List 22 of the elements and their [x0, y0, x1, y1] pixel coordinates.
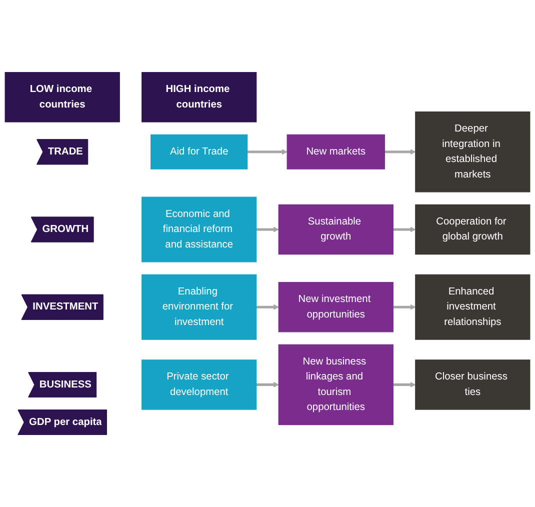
arrow: [256, 382, 279, 388]
node-box: Aid for Trade: [150, 134, 248, 170]
node-box: New markets: [286, 134, 385, 170]
node-box: Deeper integration in established markets: [415, 111, 530, 192]
node-box: Enabling environment for investment: [142, 274, 257, 340]
arrow: [393, 382, 416, 388]
arrow: [393, 226, 416, 232]
node-box: HIGH income countries: [142, 72, 257, 122]
node-box: New business linkages and tourism opportunities: [278, 344, 394, 426]
node-box: Economic and financial reform and assistance: [142, 196, 257, 262]
node-box: Private sector development: [142, 360, 257, 410]
arrow: [384, 149, 416, 155]
arrow: [393, 304, 416, 310]
arrow: [256, 226, 279, 232]
node-box: LOW income countries: [4, 72, 120, 122]
node-box: Enhanced investment relationships: [415, 274, 530, 340]
node-box: Cooperation for global growth: [415, 204, 530, 255]
arrow: [247, 149, 288, 155]
node-box: New investment opportunities: [278, 282, 394, 332]
node-box: Sustainable growth: [278, 204, 394, 255]
arrow: [256, 304, 279, 310]
node-box: Closer business ties: [415, 360, 530, 410]
